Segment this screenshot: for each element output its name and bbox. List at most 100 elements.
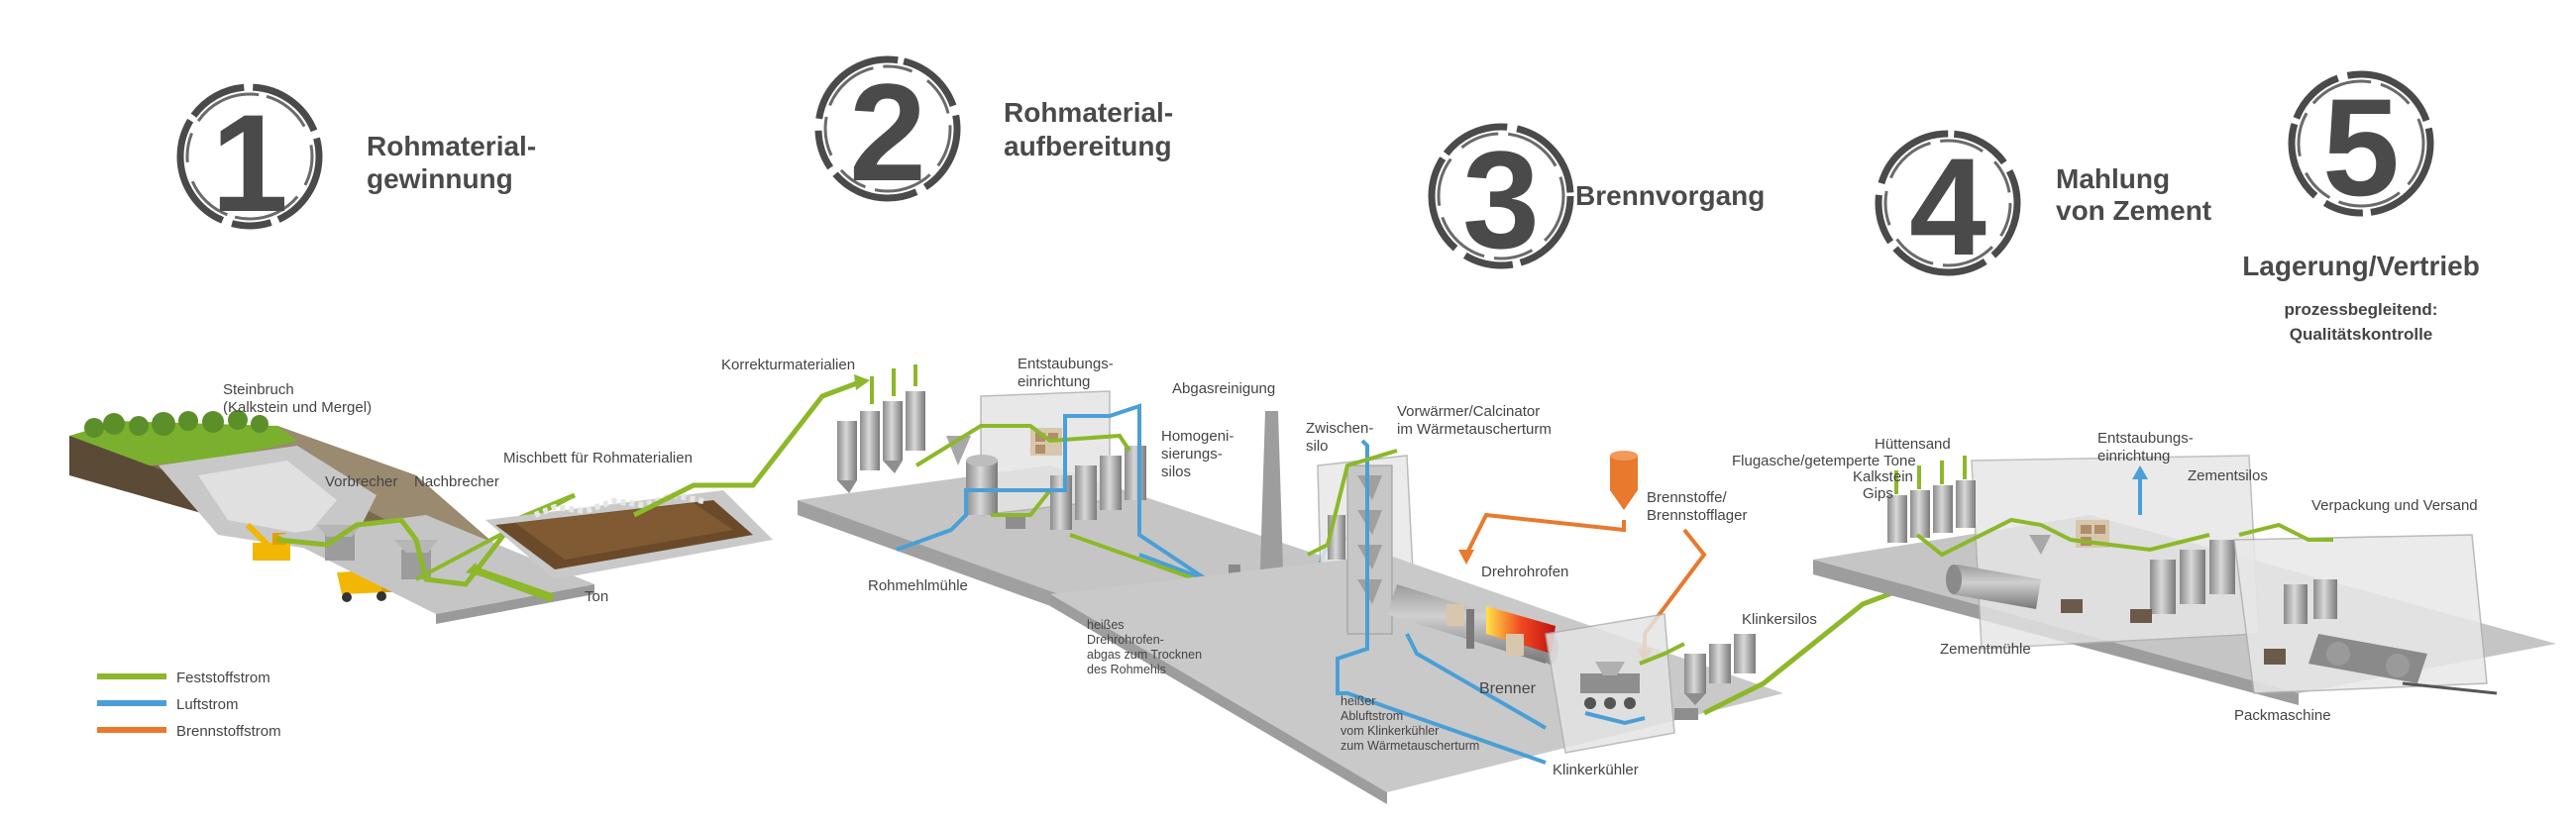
cement-section [1813, 455, 2556, 705]
label-steinbruch-2: (Kalkstein und Mergel) [223, 399, 372, 416]
fuel-flow-line [1464, 512, 1626, 556]
legend-label-brennstoff: Brennstoffstrom [176, 723, 281, 740]
quarry-section [69, 410, 594, 624]
step-4-title-line-1: Mahlung [2056, 163, 2170, 194]
step-1-title-line-1: Rohmaterial- [367, 131, 536, 161]
label-drehrohrofen: Drehrohrofen [1481, 564, 1568, 580]
label-heisses-abgas-line-3: abgas zum Trocknen [1087, 648, 1202, 662]
step-2-ring-icon [814, 55, 961, 202]
step-1-ring-icon [176, 83, 323, 230]
label-entstaubung-2-line-2: einrichtung [2097, 448, 2170, 464]
step-5-header: 5 Lagerung/Vertrieb prozessbegleitend: Q… [2242, 69, 2480, 344]
quarry-trees [84, 410, 268, 438]
label-vorwaermer-line-2: im Wärmetauscherturm [1397, 421, 1552, 438]
label-nachbrecher: Nachbrecher [414, 473, 499, 490]
legend-swatch-brennstoff [97, 727, 166, 733]
label-zementsilos: Zementsilos [2188, 467, 2268, 484]
label-mischbett: Mischbett für Rohmaterialien [503, 450, 693, 466]
step-3-number: 3 [1462, 122, 1540, 277]
korrektur-silos [837, 391, 925, 493]
label-vorwaermer-line-1: Vorwärmer/Calcinator [1397, 403, 1540, 420]
label-steinbruch-1: Steinbruch [223, 381, 294, 398]
label-entstaubung-1-line-1: Entstaubungs- [1018, 356, 1114, 372]
crusher-platform [277, 515, 594, 614]
step-1-number: 1 [211, 85, 288, 241]
zement-silos [2150, 540, 2235, 614]
step-3-header: 3 Brennvorgang [1428, 122, 1765, 277]
label-heisses-abgas-line-1: heißes [1087, 618, 1125, 632]
label-klinkersilos: Klinkersilos [1742, 611, 1817, 628]
label-heisses-abgas-line-4: des Rohmehls [1087, 663, 1166, 676]
additive-silos [1887, 480, 1976, 543]
step-2-title-line-2: aufbereitung [1004, 131, 1172, 161]
brennstofflager [1610, 451, 1638, 510]
klinker-silos [1684, 634, 1756, 705]
preheater-air-flow [1336, 439, 1547, 765]
label-klinkerkuehler: Klinkerkühler [1553, 762, 1639, 778]
step-4-ring-icon [1875, 130, 2021, 276]
label-brennstoffe-line-2: Brennstofflager [1647, 507, 1747, 524]
label-vorbrecher: Vorbrecher [325, 473, 397, 490]
zementmuehle-machine [1946, 565, 2041, 609]
diagram-labels: Steinbruch (Kalkstein und Mergel) Vorbre… [223, 356, 2478, 778]
label-zwischensilo-line-2: silo [1306, 438, 1329, 455]
quarry-conveyor-1 [276, 492, 576, 587]
label-huettensand: Hüttensand [1875, 436, 1951, 453]
step-2-number: 2 [849, 54, 926, 210]
step-5-ring-icon [2288, 70, 2434, 217]
packmaschine-machine [2284, 579, 2427, 683]
step-5-note-line-1: prozessbegleitend: [2285, 300, 2438, 319]
legend-swatch-feststoff [97, 673, 166, 679]
label-heisser-abluft-line-2: Abluftstrom [1341, 709, 1403, 723]
legend-swatch-luft [97, 700, 166, 706]
legend-label-luft: Luftstrom [176, 696, 239, 713]
raw-prep-air-flow [896, 403, 1231, 596]
label-homogen-line-3: silos [1161, 464, 1191, 480]
label-zementmuehle: Zementmühle [1940, 641, 2031, 658]
label-heisser-abluft-line-4: zum Wärmetauscherturm [1341, 739, 1479, 753]
step-1-header: 1 Rohmaterial- gewinnung [176, 83, 536, 241]
step-4-header: 4 Mahlung von Zement [1875, 129, 2211, 284]
rohmehlmuehle-machine [966, 455, 1025, 529]
step-3-ring-icon [1428, 123, 1574, 269]
kiln-section [1050, 439, 1783, 804]
label-korrektur: Korrekturmaterialien [721, 357, 855, 373]
klinkerkuehler-machine [1580, 662, 1640, 709]
legend-label-feststoff: Feststoffstrom [176, 670, 270, 686]
label-homogen-line-1: Homogeni- [1161, 428, 1234, 445]
label-heisser-abluft-line-1: heißer [1341, 694, 1375, 708]
label-gips: Gips [1863, 485, 1893, 502]
vorwaermer-tower [1346, 464, 1393, 635]
legend: Feststoffstrom Luftstrom Brennstoffstrom [97, 670, 281, 740]
label-abgasreinigung: Abgasreinigung [1172, 380, 1275, 397]
step-4-number: 4 [1909, 129, 1986, 284]
label-homogen-line-2: sierungs- [1161, 446, 1223, 463]
label-entstaubung-1-line-2: einrichtung [1018, 373, 1090, 390]
label-kalkstein: Kalkstein [1853, 468, 1913, 485]
step-2-header: 2 Rohmaterial- aufbereitung [814, 54, 1173, 210]
label-packmaschine: Packmaschine [2234, 707, 2331, 724]
conveyor-to-raw-material-silos [632, 378, 863, 518]
step-5-number: 5 [2322, 69, 2400, 225]
label-flugasche: Flugasche/getemperte Tone [1732, 453, 1916, 469]
step-5-title-line-1: Lagerung/Vertrieb [2242, 251, 2480, 281]
step-1-title-line-2: gewinnung [367, 163, 513, 194]
label-zwischensilo-line-1: Zwischen- [1306, 420, 1373, 437]
step-3-title-line-1: Brennvorgang [1575, 180, 1765, 211]
label-ton: Ton [585, 588, 608, 605]
label-brennstoffe-line-1: Brennstoffe/ [1647, 489, 1727, 506]
label-heisses-abgas-line-2: Drehrohrofen- [1087, 633, 1164, 647]
label-rohmehlmuehle: Rohmehlmühle [868, 577, 968, 594]
step-5-note-line-2: Qualitätskontrolle [2290, 325, 2433, 344]
label-brenner: Brenner [1479, 680, 1537, 697]
step-2-title-line-1: Rohmaterial- [1004, 97, 1173, 128]
label-entstaubung-2-line-1: Entstaubungs- [2097, 430, 2194, 447]
entstaubung-1-filter [1030, 428, 1062, 456]
brenner-flame [1486, 606, 1556, 654]
label-heisser-abluft-line-3: vom Klinkerkühler [1341, 724, 1439, 738]
step-4-title-line-2: von Zement [2056, 195, 2211, 226]
ton-arrow [476, 567, 555, 602]
korrektur-input-arrows [870, 364, 917, 404]
label-verpackung: Verpackung und Versand [2311, 497, 2478, 514]
